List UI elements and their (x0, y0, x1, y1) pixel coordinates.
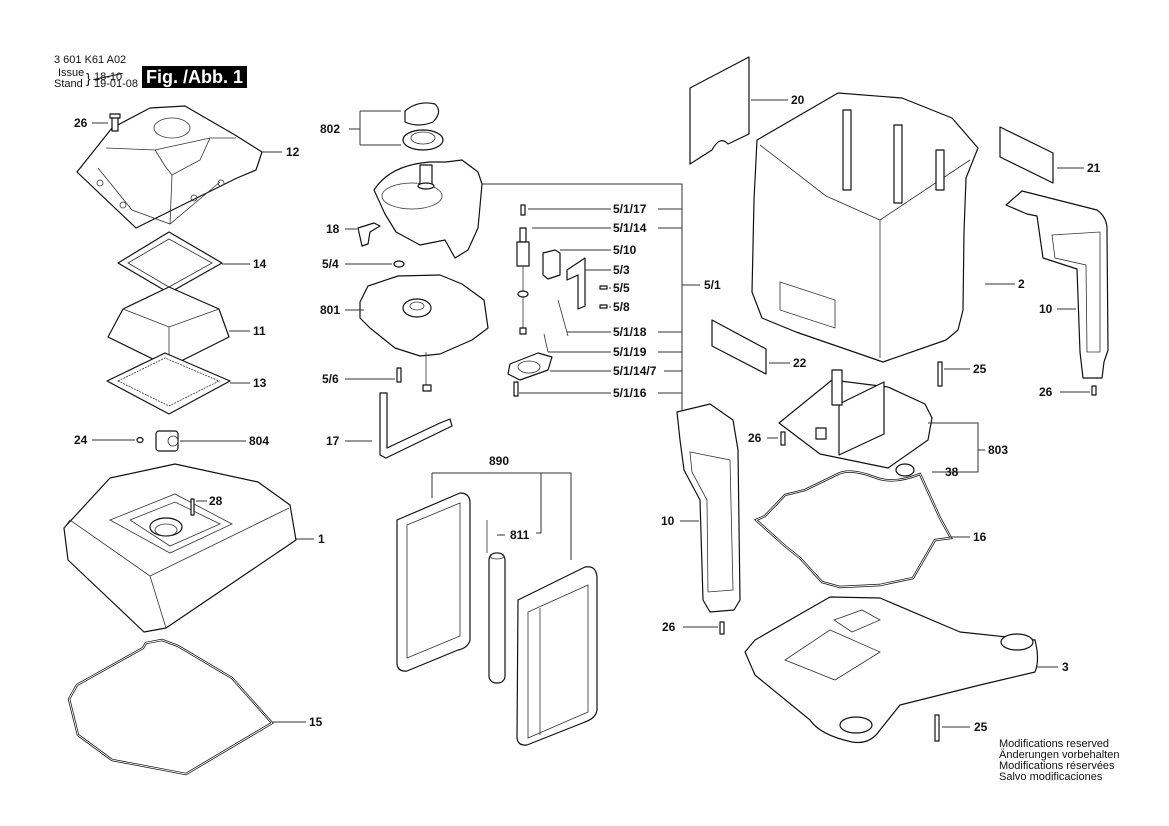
callout-5-6: 5/6 (322, 372, 339, 386)
part-12-top-cover (76, 105, 263, 229)
callout-5-1-18: 5/1/18 (613, 325, 647, 339)
callout-5-8: 5/8 (613, 300, 630, 314)
callout-18: 18 (326, 222, 340, 236)
brace: } (86, 70, 91, 86)
part-18-cable (357, 222, 381, 247)
callout-1: 1 (318, 532, 325, 546)
part-26-screw (109, 113, 121, 132)
part-801-board (359, 274, 489, 392)
part-38-battery-cell (895, 463, 915, 477)
callout-5-1-16: 5/1/16 (613, 386, 647, 400)
part-17-flex-cable (379, 392, 453, 459)
callout-26: 26 (1039, 385, 1053, 399)
callout-2: 2 (1018, 277, 1025, 291)
callout-5-10: 5/10 (613, 243, 637, 257)
callout-13: 13 (253, 376, 267, 390)
part-20-label (689, 56, 750, 165)
callout-5-3: 5/3 (613, 263, 630, 277)
callout-811: 811 (510, 528, 530, 542)
stand-label: Stand (54, 78, 83, 90)
note-es: Salvo modificaciones (999, 771, 1103, 783)
part-15-gasket (67, 638, 274, 776)
part-804-laser-module (155, 430, 179, 452)
part-21-label (999, 126, 1054, 184)
part-10-handle-mid (676, 403, 741, 613)
part-14-frame (117, 231, 223, 294)
part-24-grub-screw (136, 436, 144, 444)
callout-28: 28 (209, 494, 223, 508)
callout-21: 21 (1087, 161, 1101, 175)
figure-label: Fig. /Abb. 1 (142, 66, 247, 88)
part-16-gasket (753, 470, 953, 589)
callout-11: 11 (253, 324, 266, 338)
part-22-label (711, 319, 767, 375)
part-25-screw (937, 361, 943, 387)
callout-24: 24 (74, 433, 88, 447)
callout-14: 14 (253, 257, 267, 271)
callout-5-4: 5/4 (322, 257, 339, 271)
callout-803: 803 (988, 443, 1009, 457)
callout-26: 26 (662, 620, 676, 634)
callout-26: 26 (748, 431, 762, 445)
callout-20: 20 (791, 93, 805, 107)
part-5-1-small-parts (507, 204, 608, 397)
callout-38: 38 (945, 465, 959, 479)
part-10-handle-right (1005, 190, 1109, 379)
note-de: Änderungen vorbehalten (999, 749, 1120, 761)
note-en: Modifications reserved (999, 738, 1110, 750)
part-1-housing-base (63, 463, 297, 633)
part-26-screw (1091, 385, 1097, 396)
part-3-bottom-housing (744, 596, 1039, 744)
leader-lines (92, 99, 1090, 728)
old-issue-date: 18-10 (94, 71, 123, 83)
callout-22: 22 (793, 356, 807, 370)
callout-5-5: 5/5 (613, 281, 630, 295)
callout-25: 25 (973, 362, 987, 376)
callout-5-1-17: 5/1/17 (613, 202, 647, 216)
callout-5-1: 5/1 (704, 278, 721, 292)
callout-5-1-14: 5/1/14 (613, 221, 647, 235)
callout-12: 12 (286, 145, 300, 159)
part-803-pcb (778, 369, 933, 469)
part-802-rings (402, 102, 444, 151)
part-26-screw (719, 621, 725, 635)
callout-10: 10 (1039, 302, 1053, 316)
callout-17: 17 (326, 434, 340, 448)
callout-5-1-14-7: 5/1/14/7 (613, 364, 657, 378)
part-26-screw (780, 431, 786, 446)
part-890-remote-front (516, 566, 598, 746)
part-811-battery (486, 520, 506, 684)
callout-15: 15 (309, 715, 323, 729)
callout-3: 3 (1062, 660, 1069, 674)
part-13-seal (106, 352, 231, 415)
callout-890: 890 (489, 454, 510, 468)
callout-10: 10 (661, 514, 675, 528)
part-25-screw (934, 714, 940, 742)
part-2-main-housing (751, 92, 979, 363)
part-890-remote-back (396, 492, 471, 672)
modifications-note: Modifications reserved Änderungen vorbeh… (999, 739, 1119, 783)
callout-5-1-19: 5/1/19 (613, 345, 647, 359)
stand-date: 19-01-08 (94, 78, 139, 90)
part-5-4-washer (393, 260, 405, 268)
part-number: 3 601 K61 A02 (54, 54, 127, 66)
issue-label: Issue (58, 67, 85, 79)
callout-26: 26 (74, 116, 88, 130)
callout-25: 25 (974, 720, 988, 734)
part-motor-unit (373, 159, 483, 259)
callout-16: 16 (973, 530, 987, 544)
callout-801: 801 (320, 303, 341, 317)
note-fr: Modifications réservées (999, 760, 1115, 772)
callout-802: 802 (320, 122, 341, 136)
callout-804: 804 (249, 434, 270, 448)
part-5-6-screw (396, 367, 402, 383)
